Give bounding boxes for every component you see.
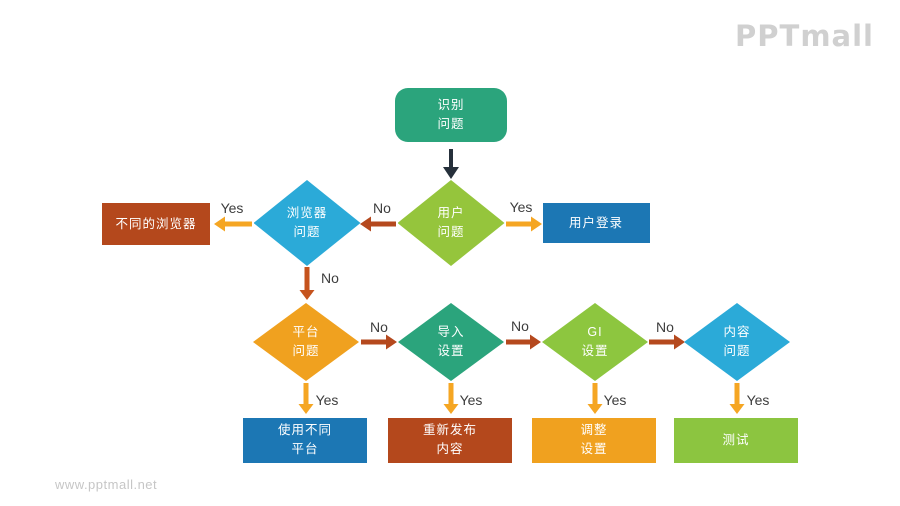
node-label: 平台	[291, 442, 319, 456]
node-label: 平台	[292, 325, 320, 340]
node-label: 设置	[581, 344, 609, 358]
arrow-gi-settings-to-adjust-settings: Yes	[587, 383, 627, 414]
arrow-label-user-problem-to-browser-problem: No	[373, 200, 391, 216]
arrow-label-platform-problem-to-import-settings: No	[370, 319, 388, 335]
node-label: 测试	[722, 432, 750, 447]
arrow-label-gi-settings-to-content-problem: No	[656, 319, 674, 335]
arrow-shape	[361, 334, 397, 350]
arrow-shape	[443, 383, 459, 414]
arrow-shape	[299, 267, 315, 300]
site-url: www.pptmall.net	[55, 477, 158, 492]
node-label: 重新发布	[422, 423, 477, 438]
node-label: 问题	[723, 344, 751, 358]
arrow-label-import-settings-to-republish-content: Yes	[460, 392, 483, 408]
node-label: 用户登录	[568, 215, 623, 230]
arrow-label-import-settings-to-gi-settings: No	[511, 318, 529, 334]
arrow-shape	[360, 216, 396, 232]
arrow-shape	[506, 334, 541, 350]
node-label: 调整	[580, 423, 608, 438]
arrow-browser-problem-to-platform-problem: No	[299, 267, 339, 300]
pptmall-logo: PPTmall	[735, 19, 874, 53]
arrow-label-content-problem-to-test: Yes	[747, 392, 770, 408]
arrow-shape	[214, 216, 252, 232]
node-adjust-settings: 调整设置	[532, 417, 656, 463]
node-use-different-platform: 使用不同平台	[243, 417, 367, 463]
arrow-label-platform-problem-to-use-different-platform: Yes	[316, 392, 339, 408]
node-label: 设置	[437, 344, 465, 358]
node-label: 问题	[437, 225, 465, 239]
arrow-import-settings-to-republish-content: Yes	[443, 383, 483, 414]
arrow-shape	[506, 216, 542, 232]
node-label: 使用不同	[277, 423, 332, 438]
arrow-platform-problem-to-use-different-platform: Yes	[298, 383, 339, 414]
arrow-shape	[443, 149, 459, 179]
node-label: GI	[587, 325, 603, 340]
node-label: 内容	[723, 325, 751, 340]
node-user-login: 用户登录	[542, 203, 650, 243]
arrow-gi-settings-to-content-problem: No	[649, 319, 685, 350]
node-republish-content: 重新发布内容	[388, 417, 512, 463]
node-identify-problem: 识别问题	[395, 88, 507, 142]
arrow-shape	[298, 383, 314, 414]
arrow-shape	[729, 383, 745, 414]
node-label: 内容	[436, 442, 464, 456]
arrow-shape	[587, 383, 603, 414]
node-label: 问题	[437, 117, 465, 131]
arrow-shape	[649, 334, 685, 350]
node-label: 问题	[293, 225, 321, 239]
arrow-label-user-problem-to-user-login: Yes	[510, 199, 533, 215]
arrow-browser-problem-to-different-browsers: Yes	[214, 200, 252, 232]
node-label: 问题	[292, 344, 320, 358]
node-label: 浏览器	[286, 206, 328, 221]
node-label: 不同的浏览器	[115, 216, 197, 231]
node-different-browsers: 不同的浏览器	[102, 203, 210, 245]
node-label: 设置	[580, 442, 608, 456]
arrow-platform-problem-to-import-settings: No	[361, 319, 397, 350]
node-test: 测试	[674, 417, 798, 463]
arrow-content-problem-to-test: Yes	[729, 383, 770, 414]
arrow-identify-to-user-problem	[443, 149, 459, 179]
arrow-import-settings-to-gi-settings: No	[506, 318, 541, 350]
node-label: 识别	[437, 98, 465, 113]
arrow-user-problem-to-user-login: Yes	[506, 199, 542, 232]
arrow-label-gi-settings-to-adjust-settings: Yes	[604, 392, 627, 408]
arrow-label-browser-problem-to-different-browsers: Yes	[221, 200, 244, 216]
arrow-user-problem-to-browser-problem: No	[360, 200, 396, 232]
node-label: 导入	[437, 325, 465, 340]
arrow-label-browser-problem-to-platform-problem: No	[321, 270, 339, 286]
node-label: 用户	[437, 206, 465, 221]
